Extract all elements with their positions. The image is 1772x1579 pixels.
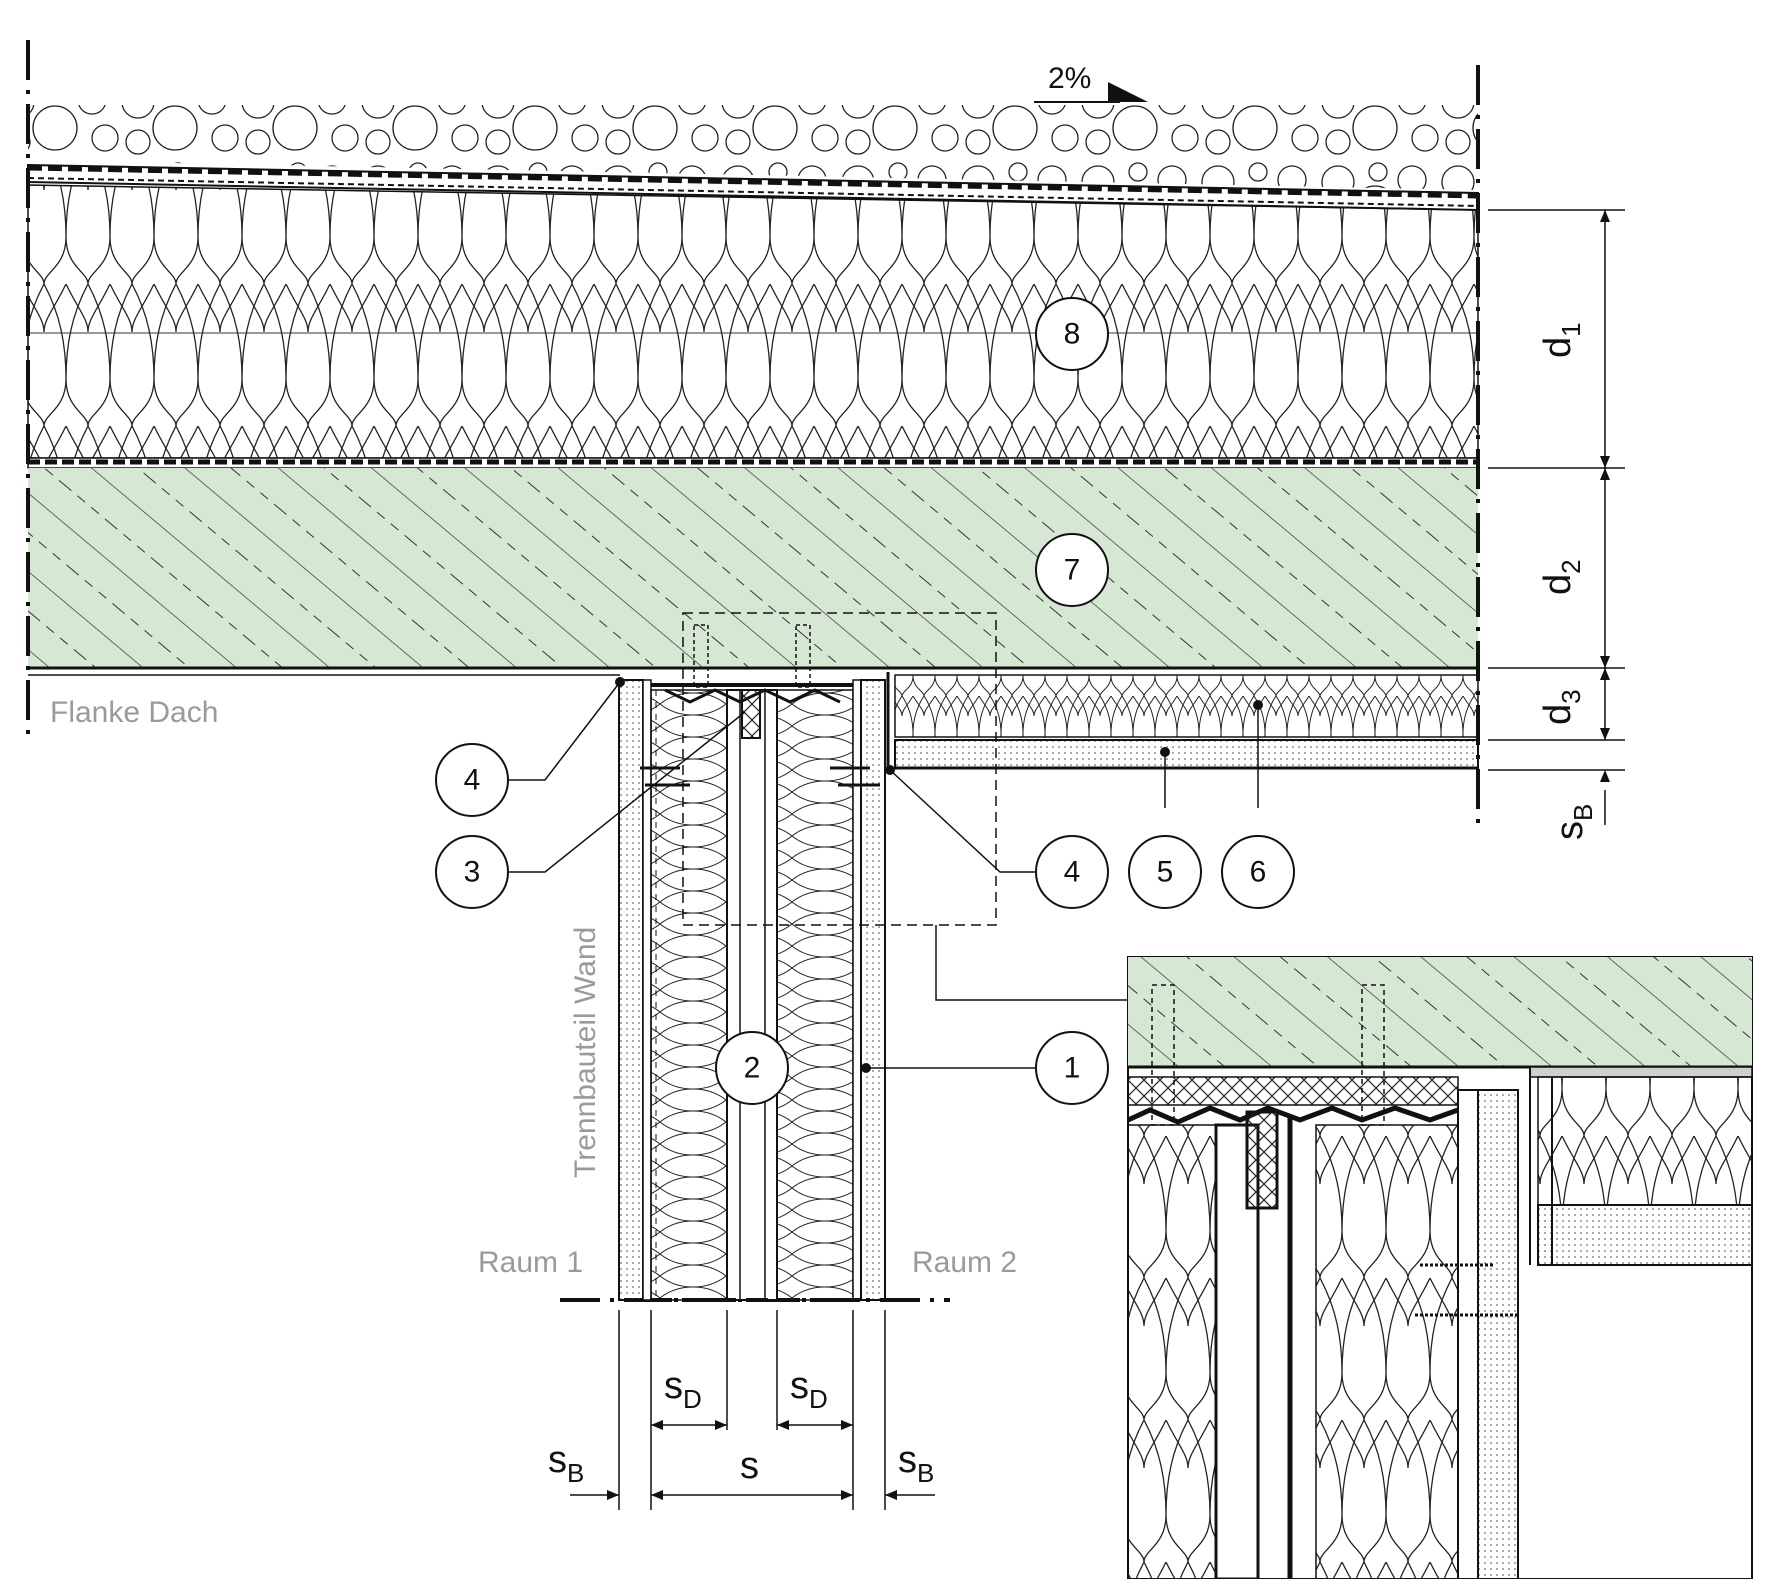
dim-d2-label: d2 <box>1537 559 1586 595</box>
svg-text:2: 2 <box>744 1052 761 1085</box>
detail-frame <box>682 612 997 926</box>
slope-label: 2% <box>1048 62 1091 95</box>
ceiling-board <box>886 672 1479 770</box>
dim-s-label: s <box>740 1445 759 1487</box>
callout-4-left: 4 <box>435 743 509 817</box>
dim-sb-bottom-right-label: sB <box>898 1439 934 1488</box>
concrete-slab <box>28 468 1478 676</box>
dimension-arrows <box>607 210 1610 1500</box>
dimension-lines <box>570 209 1625 1510</box>
callout-1: 1 <box>1035 1031 1109 1105</box>
trennbauteil-wand-label: Trennbauteil Wand <box>569 927 602 1178</box>
callout-6: 6 <box>1221 835 1295 909</box>
svg-text:4: 4 <box>464 764 481 797</box>
svg-text:4: 4 <box>1064 856 1081 889</box>
vapour-barrier <box>27 457 1479 469</box>
flanke-dach-label: Flanke Dach <box>50 696 218 729</box>
raum-2-label: Raum 2 <box>912 1246 1017 1279</box>
callout-2: 2 <box>715 1031 789 1105</box>
callout-leaders <box>508 681 1259 1069</box>
dim-sd-left-label: sD <box>664 1365 702 1414</box>
svg-text:5: 5 <box>1157 856 1174 889</box>
callout-8: 8 <box>1035 297 1109 371</box>
svg-text:7: 7 <box>1064 554 1081 587</box>
partition-wall <box>618 624 886 1302</box>
raum-1-label: Raum 1 <box>478 1246 583 1279</box>
callout-leader-dots <box>615 677 1263 1073</box>
dim-d1-label: d1 <box>1537 322 1586 358</box>
callout-3: 3 <box>435 835 509 909</box>
callout-4-right: 4 <box>1035 835 1109 909</box>
dim-sd-right-label: sD <box>790 1365 828 1414</box>
svg-text:6: 6 <box>1250 856 1267 889</box>
callout-5: 5 <box>1128 835 1202 909</box>
svg-text:3: 3 <box>464 856 481 889</box>
callout-7: 7 <box>1035 533 1109 607</box>
dim-sb-right-label: sB <box>1549 804 1598 840</box>
slope-indicator: 2% <box>1034 62 1148 103</box>
ceiling-insulation <box>894 674 1479 738</box>
svg-text:8: 8 <box>1064 318 1081 351</box>
svg-text:1: 1 <box>1064 1052 1081 1085</box>
dim-sb-left-label: sB <box>548 1439 584 1488</box>
detail-leader <box>935 925 1128 1001</box>
dim-d3-label: d3 <box>1537 689 1586 725</box>
roof-insulation-layer <box>27 184 1479 459</box>
detail-inset <box>1126 956 1753 1579</box>
